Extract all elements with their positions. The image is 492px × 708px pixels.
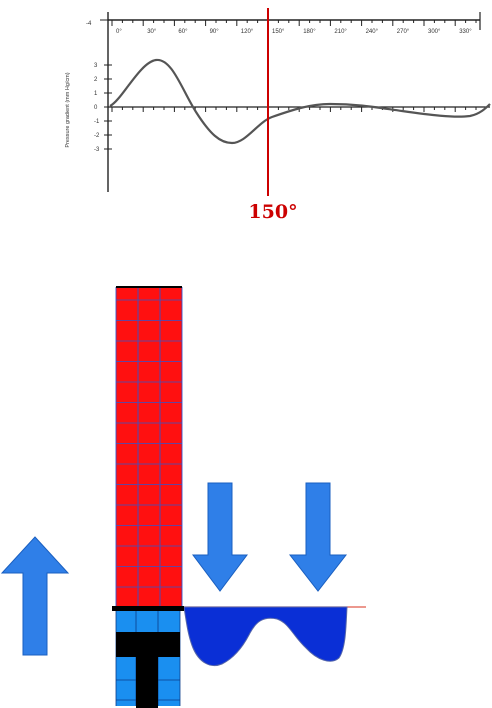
- column-grid: [115, 287, 183, 606]
- x-tick-label: 270°: [397, 29, 410, 35]
- x-tick-label: 90°: [210, 29, 220, 35]
- y-axis-ticks: 3 2 1 0 -1 -2 -3: [94, 19, 112, 153]
- corner-tick-label: -4: [86, 21, 92, 27]
- x-axis-ticks: 0° 30° 60° 90° 120° 150° 180° 210° 240° 270° 300° 3…: [111, 20, 477, 112]
- fluid-diagram: [0, 286, 366, 708]
- y-tick-label: 2: [94, 77, 98, 83]
- down-arrow-left: [192, 482, 248, 592]
- x-tick-label: 300°: [428, 29, 441, 35]
- y-tick-label: -3: [94, 147, 100, 153]
- x-tick-label: 60°: [178, 29, 188, 35]
- y-tick-label: 1: [94, 91, 98, 97]
- y-tick-label: -2: [94, 133, 100, 139]
- piston-rod: [136, 656, 158, 708]
- x-tick-label: 0°: [116, 29, 122, 35]
- pressure-curve: [109, 58, 491, 145]
- graph-frame: [107, 12, 490, 192]
- x-tick-label: 240°: [366, 29, 379, 35]
- y-axis-label: Pressure gradient (mm Hg/cm): [65, 72, 71, 147]
- pressure-graph: 0° 30° 60° 90° 120° 150° 180° 210° 240° 270° 300° 3…: [65, 8, 491, 223]
- separator-bar: [112, 606, 184, 611]
- x-tick-label: 120°: [241, 29, 254, 35]
- down-arrow-right: [288, 482, 348, 592]
- y-tick-label: 3: [94, 63, 98, 69]
- up-arrow: [0, 536, 70, 656]
- red-column: [116, 287, 182, 608]
- y-tick-label: 0: [94, 105, 98, 111]
- x-tick-label: 180°: [303, 29, 316, 35]
- x-tick-label: 330°: [459, 29, 472, 35]
- marker-label: 150°: [248, 201, 297, 223]
- x-tick-label: 150°: [272, 29, 285, 35]
- piston-head: [116, 632, 180, 657]
- column-top-edge: [116, 286, 182, 288]
- water-body: [183, 606, 348, 667]
- x-tick-label: 30°: [147, 29, 157, 35]
- x-tick-label: 210°: [334, 29, 347, 35]
- y-tick-label: -1: [94, 119, 100, 125]
